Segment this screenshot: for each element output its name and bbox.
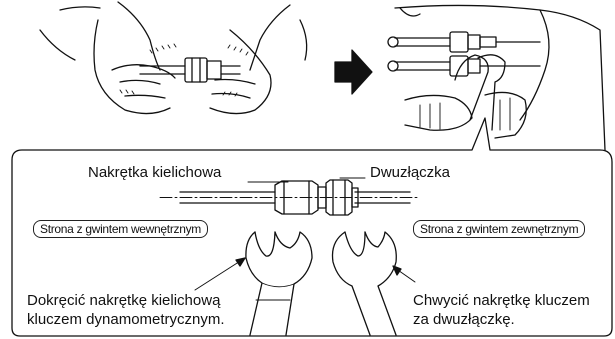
hands-holding-joint-illustration [40,2,307,114]
flare-nut-label: Nakrętka kielichowa [88,164,221,181]
union-label: Dwuzłączka [370,164,450,181]
hold-instruction-line1: Chwycić nakrętkę kluczem [413,292,590,309]
outer-thread-side-badge: Strona z gwintem zewnętrznym [413,220,585,238]
right-arrow-icon [335,50,372,94]
open-end-wrench-icon [246,232,312,335]
unit-with-wrenches-illustration [388,5,605,150]
torque-instruction-line2: kluczem dynamometrycznym. [27,311,225,328]
torque-instruction-line1: Dokręcić nakrętkę kielichową [27,292,220,309]
inner-thread-side-badge: Strona z gwintem wewnętrznym [33,220,208,238]
hold-instruction-line2: za dwuzłączkę. [413,311,515,328]
open-end-wrench-icon [333,232,397,335]
